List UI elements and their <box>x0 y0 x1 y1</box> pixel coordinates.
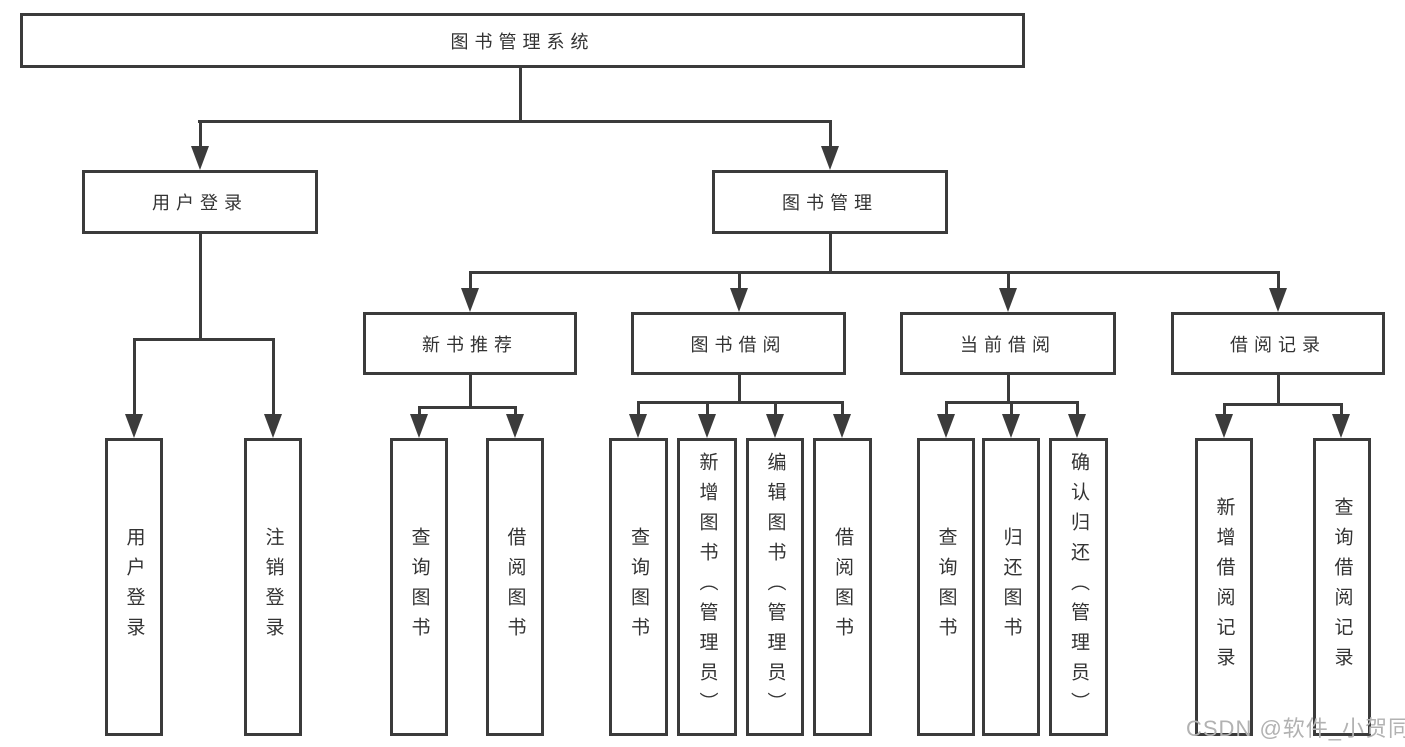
connector-to-leaf-logout <box>272 338 275 416</box>
arrow-to-borrowing-query-icon <box>629 414 647 438</box>
node-records-add-record: 新增借阅记录 <box>1195 438 1253 736</box>
node-borrowing-query-books: 查询图书 <box>609 438 668 736</box>
node-book-management: 图书管理 <box>712 170 948 234</box>
connector-to-leaf-user-login <box>133 338 136 416</box>
connector-to-current-return <box>1010 401 1013 416</box>
node-leaf-user-login: 用户登录 <box>105 438 163 736</box>
connector-recommend-rail <box>418 406 515 409</box>
node-book-management-label: 图书管理 <box>782 193 878 213</box>
node-recommend-borrow-books: 借阅图书 <box>486 438 544 736</box>
node-book-borrowing-label: 图书借阅 <box>690 334 787 355</box>
connector-to-records-query <box>1340 403 1343 416</box>
arrow-to-book-borrowing-icon <box>730 288 748 312</box>
arrow-to-borrowing-borrow-icon <box>833 414 851 438</box>
node-borrowing-edit-books-label: 编辑图书（管理员） <box>764 452 786 722</box>
arrow-to-borrowing-edit-icon <box>766 414 784 438</box>
node-leaf-logout-login: 注销登录 <box>244 438 302 736</box>
node-user-login: 用户登录 <box>82 170 318 234</box>
node-book-borrowing: 图书借阅 <box>631 312 846 375</box>
connector-to-borrowing-edit <box>774 401 777 416</box>
node-recommend-query-books-label: 查询图书 <box>408 527 430 647</box>
node-borrowing-add-books: 新增图书（管理员） <box>677 438 737 736</box>
node-records-add-record-label: 新增借阅记录 <box>1213 497 1235 677</box>
connector-records-rail <box>1223 403 1342 406</box>
connector-to-current-confirm <box>1076 401 1079 416</box>
node-borrowing-records-label: 借阅记录 <box>1230 334 1326 355</box>
node-current-borrowing: 当前借阅 <box>900 312 1116 375</box>
connector-to-new-book-recommend <box>469 271 472 291</box>
node-new-book-recommend: 新书推荐 <box>363 312 577 375</box>
node-borrowing-records: 借阅记录 <box>1171 312 1385 375</box>
connector-level2-rail <box>198 120 832 123</box>
connector-recommend-stem <box>469 375 472 408</box>
arrow-to-leaf-user-login-icon <box>125 414 143 438</box>
node-current-query-books-label: 查询图书 <box>935 527 957 647</box>
arrow-to-new-book-recommend-icon <box>461 288 479 312</box>
connector-to-records-add <box>1223 403 1226 416</box>
arrow-to-recommend-query-icon <box>410 414 428 438</box>
arrow-to-current-borrowing-icon <box>999 288 1017 312</box>
node-current-return-books: 归还图书 <box>982 438 1040 736</box>
connector-records-stem <box>1277 375 1280 405</box>
node-recommend-query-books: 查询图书 <box>390 438 448 736</box>
node-current-return-books-label: 归还图书 <box>1000 527 1022 647</box>
arrow-to-current-return-icon <box>1002 414 1020 438</box>
connector-to-book-borrowing <box>738 271 741 291</box>
connector-to-book-management <box>829 120 832 148</box>
connector-to-current-borrowing <box>1007 271 1010 291</box>
node-current-confirm-return: 确认归还（管理员） <box>1049 438 1108 736</box>
connector-to-recommend-query <box>418 406 421 418</box>
connector-borrowing-stem <box>738 375 741 403</box>
arrow-to-borrowing-add-icon <box>698 414 716 438</box>
arrow-to-book-management-icon <box>821 146 839 170</box>
arrow-to-current-query-icon <box>937 414 955 438</box>
connector-user-login-rail <box>133 338 274 341</box>
node-recommend-borrow-books-label: 借阅图书 <box>504 527 526 647</box>
arrow-to-records-query-icon <box>1332 414 1350 438</box>
connector-to-recommend-borrow <box>514 406 517 418</box>
connector-to-user-login <box>199 120 202 148</box>
connector-user-login-stem <box>199 234 202 340</box>
node-leaf-user-login-label: 用户登录 <box>123 527 145 647</box>
connector-to-borrowing-query <box>637 401 640 416</box>
connector-current-stem <box>1007 375 1010 403</box>
connector-borrowing-rail <box>637 401 843 404</box>
node-borrowing-add-books-label: 新增图书（管理员） <box>696 452 718 722</box>
arrow-to-leaf-logout-icon <box>264 414 282 438</box>
node-leaf-logout-login-label: 注销登录 <box>262 527 284 647</box>
node-current-borrowing-label: 当前借阅 <box>960 334 1056 355</box>
node-current-confirm-return-label: 确认归还（管理员） <box>1068 452 1089 722</box>
connector-to-current-query <box>945 401 948 416</box>
node-borrowing-query-books-label: 查询图书 <box>628 527 649 647</box>
arrow-to-user-login-icon <box>191 146 209 170</box>
arrow-to-borrowing-records-icon <box>1269 288 1287 312</box>
node-root-label: 图书管理系统 <box>450 31 595 52</box>
csdn-watermark: CSDN @软件_小贺同学 <box>1186 716 1405 741</box>
node-borrowing-edit-books: 编辑图书（管理员） <box>746 438 804 736</box>
node-current-query-books: 查询图书 <box>917 438 975 736</box>
connector-level3-rail <box>469 271 1280 274</box>
connector-to-borrowing-add <box>706 401 709 416</box>
node-records-query-record: 查询借阅记录 <box>1313 438 1371 736</box>
node-root: 图书管理系统 <box>20 13 1025 68</box>
node-borrowing-borrow-books: 借阅图书 <box>813 438 872 736</box>
node-records-query-record-label: 查询借阅记录 <box>1331 497 1353 677</box>
connector-root-stem <box>519 66 522 122</box>
node-user-login-label: 用户登录 <box>152 193 248 213</box>
connector-book-management-stem <box>829 234 832 273</box>
connector-to-borrowing-records <box>1277 271 1280 291</box>
node-borrowing-borrow-books-label: 借阅图书 <box>832 527 853 647</box>
arrow-to-records-add-icon <box>1215 414 1233 438</box>
connector-to-borrowing-borrow <box>841 401 844 416</box>
node-new-book-recommend-label: 新书推荐 <box>422 334 518 355</box>
arrow-to-current-confirm-icon <box>1068 414 1086 438</box>
arrow-to-recommend-borrow-icon <box>506 414 524 438</box>
